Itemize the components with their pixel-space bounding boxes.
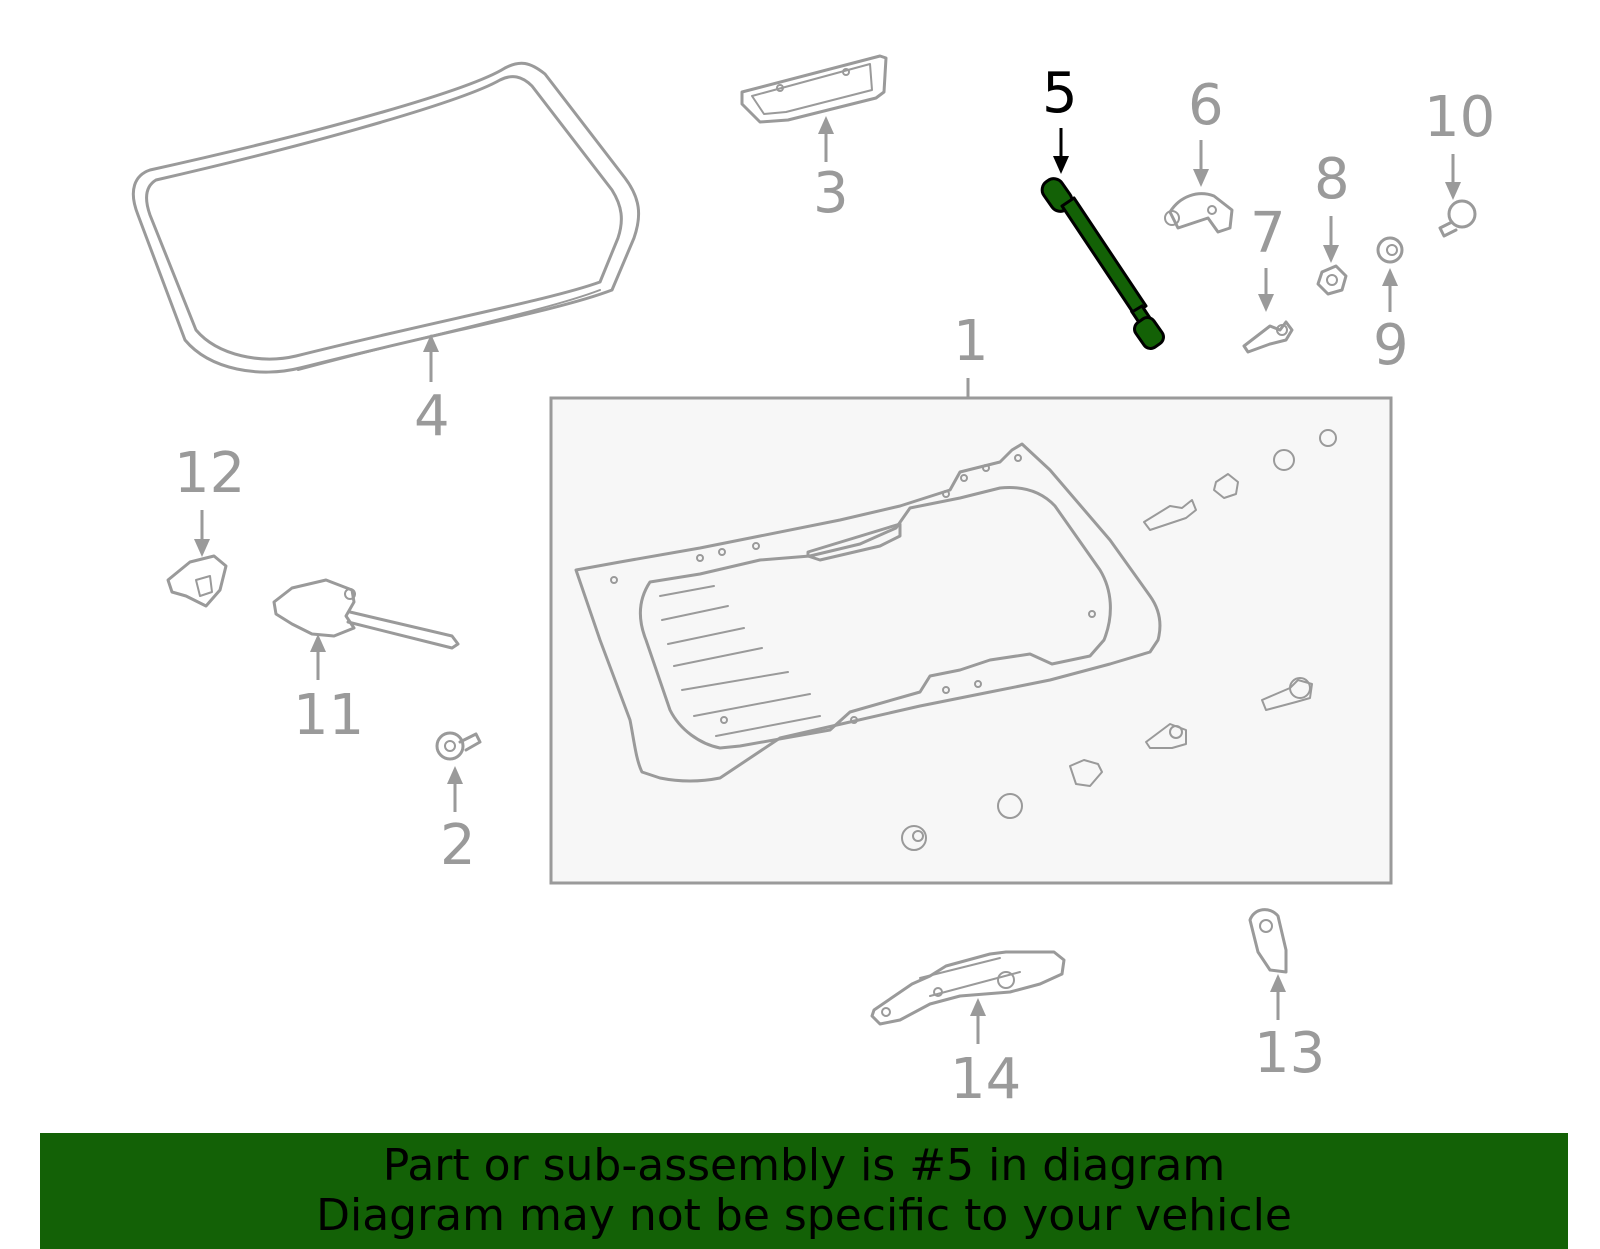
part-11-lock-assembly[interactable]: [272, 578, 460, 650]
part-5-lift-support[interactable]: [1038, 175, 1166, 352]
info-banner: Part or sub-assembly is #5 in diagram Di…: [40, 1133, 1568, 1249]
callout-2: 2: [440, 813, 476, 878]
callout-6: 6: [1188, 73, 1224, 138]
part-14-hinge[interactable]: [870, 950, 1066, 1026]
part-4-window-glass[interactable]: [131, 61, 641, 374]
callout-1: 1: [953, 309, 989, 374]
arrow-3: [818, 116, 834, 162]
arrow-9: [1382, 268, 1398, 312]
arrow-10: [1445, 154, 1461, 200]
callout-4: 4: [414, 384, 450, 449]
arrow-12: [194, 510, 210, 557]
part-1-back-door-assembly[interactable]: [549, 378, 1393, 885]
callout-12: 12: [174, 441, 245, 506]
callout-8: 8: [1314, 147, 1350, 212]
arrow-8: [1323, 216, 1339, 263]
part-2-nut[interactable]: [435, 731, 482, 761]
callout-10: 10: [1424, 85, 1495, 150]
banner-line-2: Diagram may not be specific to your vehi…: [316, 1190, 1292, 1241]
banner-line-1: Part or sub-assembly is #5 in diagram: [382, 1140, 1226, 1191]
arrow-11: [310, 634, 326, 680]
part-6-bracket[interactable]: [1164, 192, 1234, 234]
part-13-bumper[interactable]: [1248, 908, 1288, 974]
arrow-2: [447, 766, 463, 812]
callout-9: 9: [1373, 313, 1409, 378]
arrow-14: [970, 998, 986, 1044]
callout-11: 11: [293, 683, 364, 748]
arrow-5: [1053, 128, 1069, 174]
part-3-handle-garnish[interactable]: [740, 54, 888, 124]
arrow-13: [1270, 974, 1286, 1020]
part-7-bolt[interactable]: [1242, 320, 1294, 354]
part-8-nut[interactable]: [1316, 264, 1348, 296]
callout-14: 14: [950, 1047, 1021, 1112]
part-9-clip[interactable]: [1376, 236, 1404, 264]
part-10-cap[interactable]: [1438, 199, 1477, 238]
callout-5: 5: [1042, 61, 1078, 126]
arrow-4: [423, 334, 439, 382]
callout-7: 7: [1250, 201, 1286, 266]
part-12-cover[interactable]: [166, 554, 228, 608]
callout-13: 13: [1254, 1021, 1325, 1086]
callout-3: 3: [813, 161, 849, 226]
arrow-6: [1193, 140, 1209, 187]
arrow-7: [1258, 268, 1274, 312]
